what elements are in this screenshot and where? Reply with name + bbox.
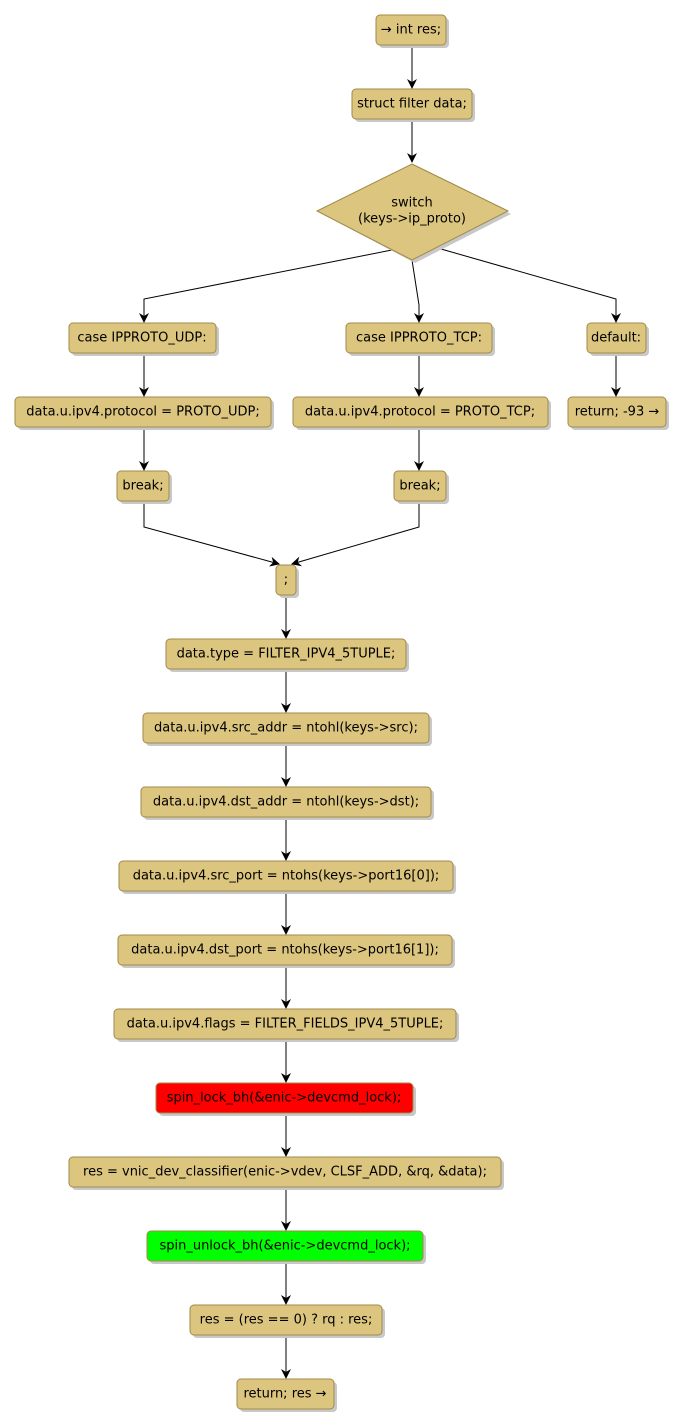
node-proto-tcp: data.u.ipv4.protocol = PROTO_TCP; [292, 396, 551, 430]
node-unlock-label: spin_unlock_bh(&enic->devcmd_lock); [159, 1239, 410, 1254]
node-start: → int res; [375, 14, 449, 48]
node-switch-label-line2: (keys->ip_proto) [358, 212, 466, 227]
node-set-type-label: data.type = FILTER_IPV4_5TUPLE; [177, 647, 396, 662]
node-dst-addr: data.u.ipv4.dst_addr = ntohl(keys->dst); [140, 786, 434, 820]
node-merge: ; [275, 564, 299, 598]
edges [139, 45, 621, 1379]
node-merge-label: ; [284, 573, 288, 588]
edge-breakudp-merge [143, 501, 280, 567]
edge-switch-tcp [411, 259, 424, 323]
node-decl-data: struct filter data; [351, 88, 475, 122]
node-src-port-label: data.u.ipv4.src_port = ntohs(keys->port1… [133, 869, 440, 884]
node-decl-data-label: struct filter data; [357, 97, 467, 112]
node-break-tcp: break; [393, 470, 449, 504]
node-lock: spin_lock_bh(&enic->devcmd_lock); [155, 1082, 416, 1116]
node-dst-port: data.u.ipv4.dst_port = ntohs(keys->port1… [117, 934, 455, 968]
node-proto-tcp-label: data.u.ipv4.protocol = PROTO_TCP; [305, 405, 535, 420]
node-default-label: default: [591, 331, 641, 346]
node-case-tcp-label: case IPPROTO_TCP: [356, 331, 482, 346]
node-dst-addr-label: data.u.ipv4.dst_addr = ntohl(keys->dst); [153, 795, 419, 810]
node-res-assign-label: res = (res == 0) ? rq : res; [200, 1313, 373, 1328]
node-case-udp: case IPPROTO_UDP: [68, 322, 219, 356]
node-src-port: data.u.ipv4.src_port = ntohs(keys->port1… [118, 860, 456, 894]
node-default: default: [586, 322, 649, 356]
node-switch-label-line1: switch [391, 196, 433, 211]
node-break-tcp-label: break; [399, 479, 440, 494]
node-flags: data.u.ipv4.flags = FILTER_FIELDS_IPV4_5… [113, 1008, 459, 1042]
node-lock-label: spin_lock_bh(&enic->devcmd_lock); [167, 1091, 402, 1106]
node-case-udp-label: case IPPROTO_UDP: [77, 331, 206, 346]
node-return-default: return; -93 → [567, 396, 669, 430]
node-start-label: → int res; [381, 23, 441, 38]
node-case-tcp: case IPPROTO_TCP: [345, 322, 495, 356]
node-set-type: data.type = FILTER_IPV4_5TUPLE; [165, 638, 409, 672]
node-return-res-label: return; res → [243, 1387, 326, 1402]
node-switch: switch (keys->ip_proto) [315, 163, 511, 263]
node-return-res: return; res → [236, 1378, 337, 1412]
edge-breaktcp-merge [291, 501, 420, 567]
node-break-udp-label: break; [122, 479, 163, 494]
node-return-default-label: return; -93 → [575, 405, 660, 420]
edge-switch-default [433, 246, 621, 323]
node-dst-port-label: data.u.ipv4.dst_port = ntohs(keys->port1… [131, 943, 439, 958]
node-classifier: res = vnic_dev_classifier(enic->vdev, CL… [68, 1156, 504, 1190]
node-classifier-label: res = vnic_dev_classifier(enic->vdev, CL… [83, 1165, 487, 1180]
node-src-addr-label: data.u.ipv4.src_addr = ntohl(keys->src); [154, 721, 418, 736]
node-flags-label: data.u.ipv4.flags = FILTER_FIELDS_IPV4_5… [127, 1017, 444, 1032]
node-break-udp: break; [116, 470, 172, 504]
edge-switch-udp [139, 249, 393, 323]
node-proto-udp: data.u.ipv4.protocol = PROTO_UDP; [14, 396, 274, 430]
node-unlock: spin_unlock_bh(&enic->devcmd_lock); [146, 1230, 426, 1264]
node-src-addr: data.u.ipv4.src_addr = ntohl(keys->src); [142, 712, 432, 746]
node-res-assign: res = (res == 0) ? rq : res; [189, 1304, 385, 1338]
node-proto-udp-label: data.u.ipv4.protocol = PROTO_UDP; [26, 405, 259, 420]
